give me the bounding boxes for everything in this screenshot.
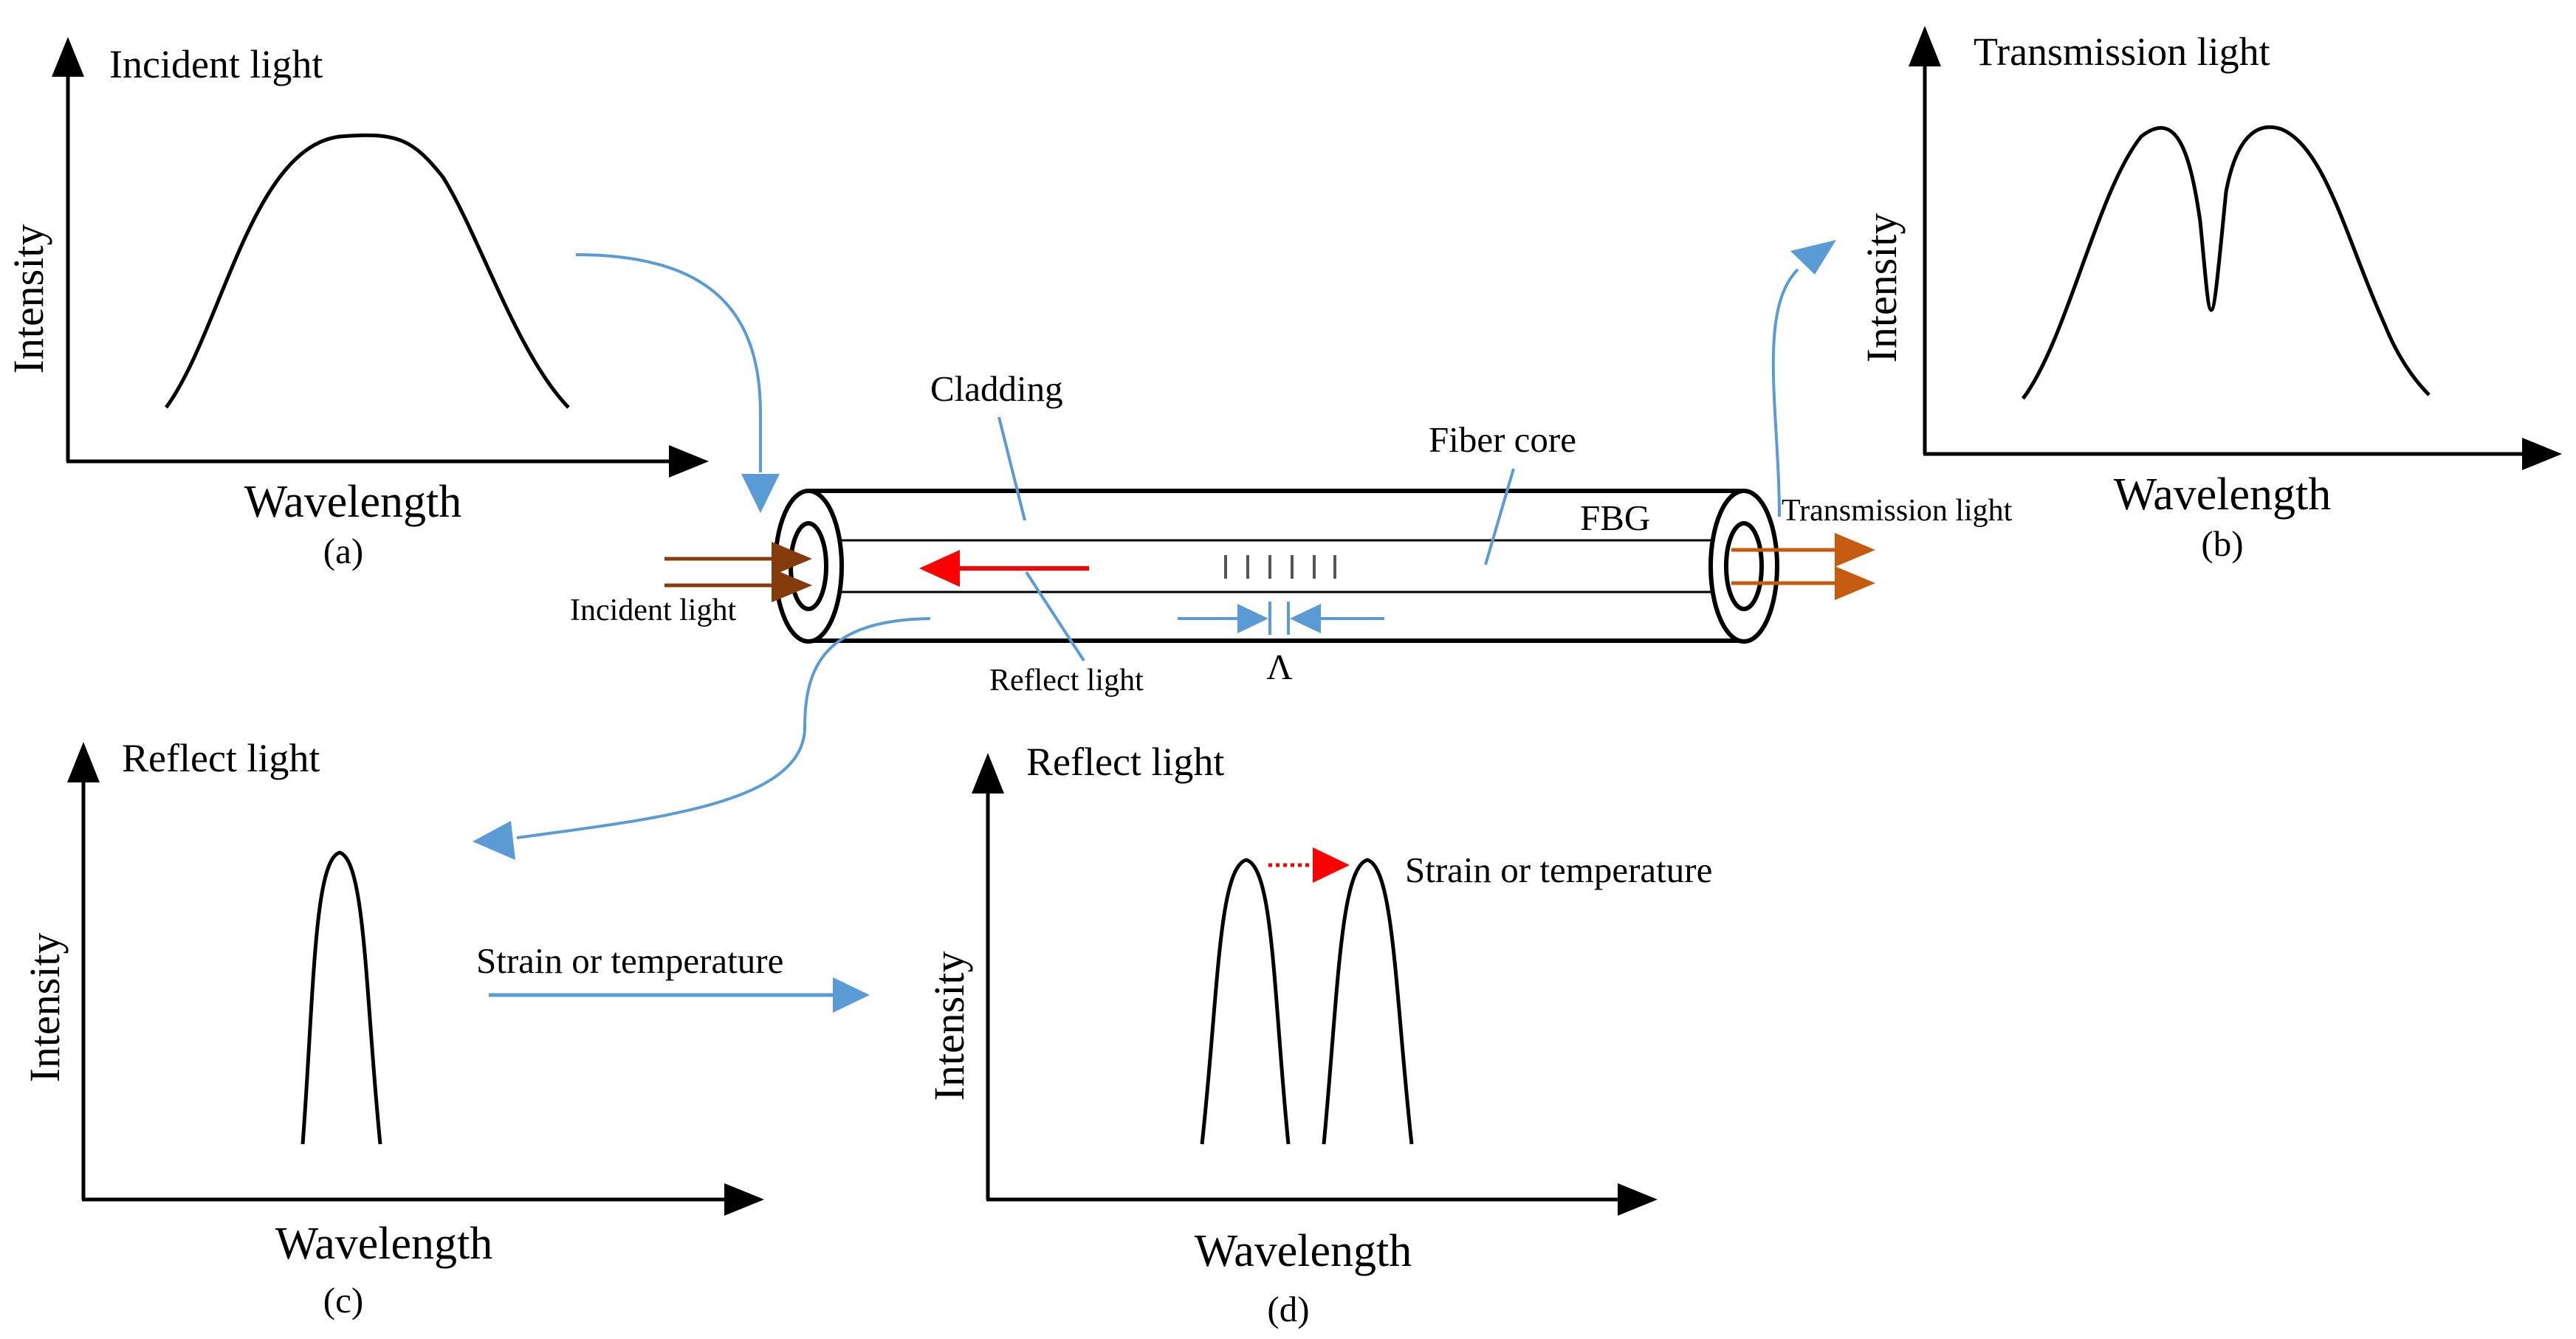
panel-a-spectrum-curve <box>164 133 570 409</box>
panel-d-ylabel: Intensity <box>925 951 973 1101</box>
period-indicator: Λ <box>1178 602 1384 687</box>
panel-b-spectrum-curve <box>2021 125 2431 400</box>
panel-b: Transmission light Intensity Wavelength … <box>1858 26 2562 564</box>
transmission-light-label: Transmission light <box>1782 494 2013 528</box>
panel-a-x-arrowhead <box>669 445 709 478</box>
transmission-arrows: Transmission light <box>1731 494 2013 600</box>
panel-d-shift-label: Strain or temperature <box>1405 850 1712 890</box>
panel-a-y-arrowhead <box>52 37 84 77</box>
transition-label: Strain or temperature <box>476 940 783 981</box>
panel-d-y-arrowhead <box>972 753 1004 794</box>
fiber-left-end-core <box>789 521 828 611</box>
fiber-right-end-core <box>1724 521 1764 611</box>
panel-b-xlabel: Wavelength <box>2114 469 2332 520</box>
panel-a-xlabel: Wavelength <box>244 477 462 527</box>
panel-b-title: Transmission light <box>1974 30 2270 74</box>
panel-d-xlabel: Wavelength <box>1195 1226 1412 1276</box>
panel-d-title: Reflect light <box>1026 740 1224 784</box>
panel-c-ylabel: Intensity <box>21 933 69 1083</box>
panel-c-x-arrowhead <box>724 1183 764 1216</box>
panel-d-x-arrowhead <box>1618 1183 1658 1216</box>
panel-a: Incident light Intensity Wavelength (a) <box>4 37 709 571</box>
panel-b-x-arrowhead <box>2522 438 2562 470</box>
connector-fiber-to-c <box>473 617 931 860</box>
transition-arrow: Strain or temperature <box>476 940 870 1013</box>
panel-c-caption: (c) <box>323 1280 363 1321</box>
incident-light-label: Incident light <box>570 593 736 627</box>
optical-fiber: Λ Cladding Fiber core FBG Reflect light … <box>570 368 2013 698</box>
fiber-core-label: Fiber core <box>1429 419 1576 460</box>
cladding-leader <box>997 416 1026 521</box>
fiber-core-leader <box>1484 468 1515 565</box>
reflect-arrow-head <box>919 550 960 587</box>
panel-d-original-peak <box>1200 858 1291 1145</box>
panel-d-shift-arrowhead <box>1313 847 1350 883</box>
panel-c-xlabel: Wavelength <box>275 1219 493 1269</box>
connector-a-to-fiber <box>575 253 780 513</box>
transition-arrow-head <box>833 977 870 1013</box>
incident-arrows: Incident light <box>570 542 812 627</box>
period-label: Λ <box>1266 647 1293 687</box>
panel-c-title: Reflect light <box>122 736 320 780</box>
panel-a-ylabel: Intensity <box>4 224 52 374</box>
connector-fiber-to-b <box>1771 240 1836 517</box>
panel-a-caption: (a) <box>323 531 363 571</box>
panel-c-y-arrowhead <box>67 742 100 782</box>
panel-b-ylabel: Intensity <box>1858 213 1906 363</box>
panel-d: Strain or temperature Reflect light Inte… <box>925 740 1712 1329</box>
panel-c-reflection-peak <box>300 850 382 1145</box>
panel-d-shifted-peak <box>1322 858 1414 1145</box>
panel-b-y-arrowhead <box>1909 26 1941 66</box>
panel-b-caption: (b) <box>2201 523 2243 564</box>
panel-a-title: Incident light <box>109 42 323 86</box>
panel-d-caption: (d) <box>1267 1289 1309 1329</box>
panel-c: Reflect light Intensity Wavelength (c) <box>21 736 764 1321</box>
cladding-label: Cladding <box>930 368 1063 409</box>
fbg-grating <box>1224 555 1336 579</box>
fbg-label: FBG <box>1580 498 1650 538</box>
reflect-light-label: Reflect light <box>989 664 1144 698</box>
reflect-light-leader <box>1025 571 1085 662</box>
